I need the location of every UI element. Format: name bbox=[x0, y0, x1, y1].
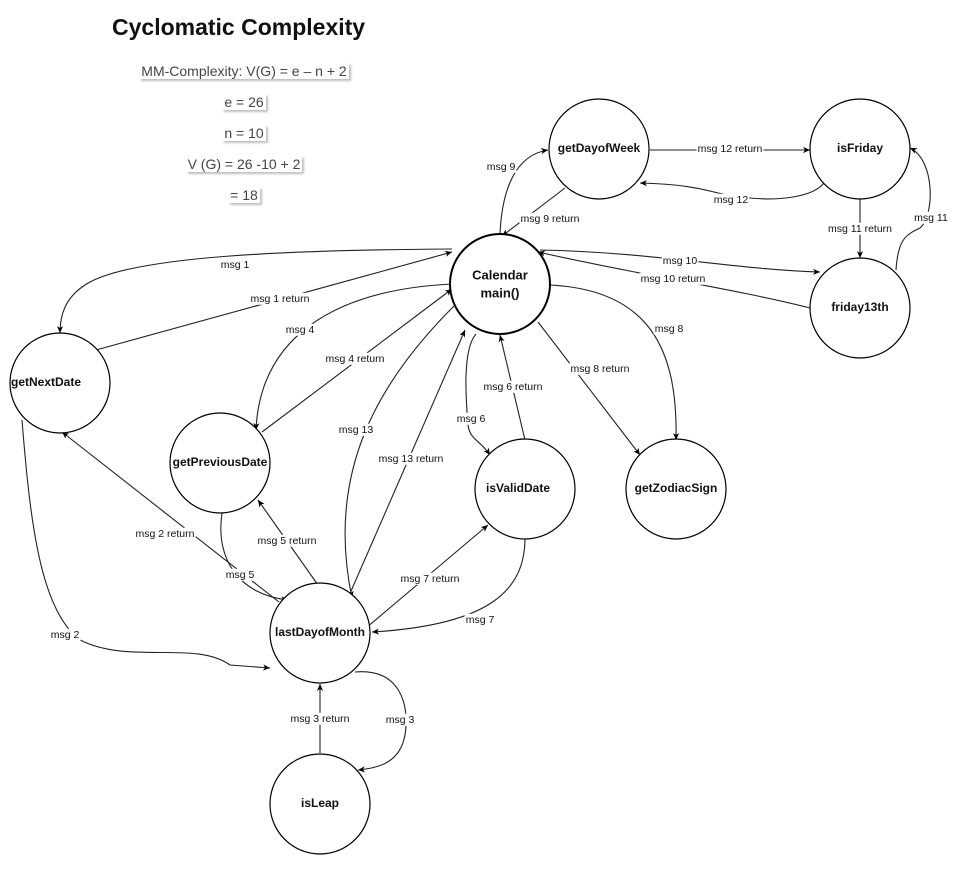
svg-text:msg 2: msg 2 bbox=[51, 629, 80, 641]
node-friday-13th: friday13th bbox=[809, 257, 911, 359]
node-label-calendar: Calendar bbox=[472, 267, 528, 282]
formula-line-1: MM-Complexity: V(G) = e – n + 2 bbox=[139, 63, 349, 79]
formula-line-5: = 18 bbox=[228, 187, 260, 203]
node-is-valid-date: isValidDate bbox=[474, 438, 576, 540]
edge-msg-1 bbox=[56, 248, 453, 334]
label-msg-3-return: msg 3 return bbox=[289, 712, 351, 725]
label-msg-10-return: msg 10 return bbox=[639, 272, 707, 285]
node-get-day-of-week: getDayofWeek bbox=[548, 98, 650, 200]
formula-line-2: e = 26 bbox=[222, 94, 266, 110]
svg-text:msg 11 return: msg 11 return bbox=[828, 223, 892, 235]
formula-line-4: V (G) = 26 -10 + 2 bbox=[185, 156, 303, 172]
label-msg-5-return: msg 5 return bbox=[256, 534, 318, 547]
node-get-previous-date: getPreviousDate bbox=[169, 412, 271, 514]
label-msg-4-return: msg 4 return bbox=[324, 352, 386, 365]
label-msg-12: msg 12 bbox=[712, 193, 750, 206]
label-msg-7-return: msg 7 return bbox=[399, 572, 461, 585]
edge-msg-13 bbox=[344, 304, 456, 599]
label-msg-8-return: msg 8 return bbox=[569, 362, 631, 375]
node-get-zodiac-sign: getZodiacSign bbox=[625, 438, 727, 540]
edge-msg-8 bbox=[549, 284, 680, 441]
svg-text:msg 13 return: msg 13 return bbox=[379, 453, 444, 465]
svg-text:msg 7 return: msg 7 return bbox=[401, 573, 460, 585]
svg-text:getNextDate: getNextDate bbox=[11, 375, 81, 389]
edge-msg-8-return bbox=[537, 321, 641, 456]
label-msg-1: msg 1 bbox=[219, 258, 251, 271]
label-msg-1-return: msg 1 return bbox=[249, 292, 311, 305]
svg-text:friday13th: friday13th bbox=[831, 300, 888, 314]
label-msg-11-return: msg 11 return bbox=[827, 222, 894, 235]
svg-text:msg 5: msg 5 bbox=[226, 569, 255, 581]
svg-text:msg 13: msg 13 bbox=[339, 424, 374, 436]
svg-text:isValidDate: isValidDate bbox=[486, 481, 550, 495]
svg-text:msg 8: msg 8 bbox=[655, 323, 684, 335]
svg-text:msg 8 return: msg 8 return bbox=[571, 363, 630, 375]
svg-text:getZodiacSign: getZodiacSign bbox=[635, 481, 718, 495]
svg-text:msg 10: msg 10 bbox=[663, 255, 698, 267]
label-msg-13: msg 13 bbox=[337, 423, 375, 436]
svg-text:getDayofWeek: getDayofWeek bbox=[558, 141, 641, 155]
svg-text:msg 2 return: msg 2 return bbox=[136, 528, 195, 540]
svg-text:isFriday: isFriday bbox=[837, 141, 883, 155]
edge-msg-7 bbox=[371, 537, 526, 635]
svg-text:msg 3 return: msg 3 return bbox=[291, 713, 350, 725]
label-msg-12-return: msg 12 return bbox=[696, 142, 764, 155]
edge-msg-9-return bbox=[501, 187, 566, 237]
svg-text:msg 11: msg 11 bbox=[914, 212, 948, 224]
label-msg-11: msg 11 bbox=[913, 211, 949, 224]
svg-text:lastDayofMonth: lastDayofMonth bbox=[275, 625, 365, 639]
node-calendar-main: Calendar main() bbox=[449, 233, 551, 335]
svg-text:msg 10 return: msg 10 return bbox=[641, 273, 706, 285]
svg-text:msg 9: msg 9 bbox=[487, 161, 516, 173]
svg-text:msg 3: msg 3 bbox=[386, 714, 415, 726]
svg-text:msg 7: msg 7 bbox=[466, 614, 495, 626]
svg-text:msg 6: msg 6 bbox=[457, 413, 486, 425]
edge-labels: msg 1 msg 1 return msg 2 msg 2 return ms… bbox=[49, 142, 949, 726]
label-msg-7: msg 7 bbox=[464, 613, 496, 626]
label-msg-3: msg 3 bbox=[384, 713, 416, 726]
svg-text:msg 12 return: msg 12 return bbox=[698, 143, 763, 155]
label-msg-2-return: msg 2 return bbox=[134, 527, 196, 540]
label-msg-6: msg 6 bbox=[455, 412, 487, 425]
edge-msg-5 bbox=[220, 512, 289, 603]
node-label-main: main() bbox=[481, 285, 520, 300]
node-get-next-date: getNextDate bbox=[9, 332, 111, 434]
edge-msg-12 bbox=[639, 179, 827, 200]
svg-text:isLeap: isLeap bbox=[301, 796, 339, 810]
svg-text:msg 6 return: msg 6 return bbox=[484, 381, 543, 393]
label-msg-10: msg 10 bbox=[661, 254, 699, 267]
svg-text:msg 9 return: msg 9 return bbox=[521, 213, 580, 225]
svg-text:msg 5 return: msg 5 return bbox=[258, 535, 317, 547]
label-msg-8: msg 8 bbox=[653, 322, 685, 335]
edge-msg-11 bbox=[895, 147, 931, 271]
label-msg-5: msg 5 bbox=[224, 568, 256, 581]
formula-line-3: n = 10 bbox=[222, 125, 266, 141]
label-msg-9-return: msg 9 return bbox=[519, 212, 581, 225]
svg-text:msg 12: msg 12 bbox=[714, 194, 749, 206]
svg-text:msg 1: msg 1 bbox=[221, 259, 250, 271]
label-msg-9: msg 9 bbox=[485, 160, 517, 173]
svg-text:msg 4 return: msg 4 return bbox=[326, 353, 385, 365]
label-msg-4: msg 4 bbox=[284, 323, 316, 336]
node-last-day-of-month: lastDayofMonth bbox=[269, 582, 371, 684]
diagram-title: Cyclomatic Complexity bbox=[112, 14, 366, 40]
svg-text:getPreviousDate: getPreviousDate bbox=[173, 455, 268, 469]
label-msg-13-return: msg 13 return bbox=[377, 452, 445, 465]
label-msg-2: msg 2 bbox=[49, 628, 81, 641]
edge-msg-9 bbox=[499, 148, 549, 235]
svg-text:msg 4: msg 4 bbox=[286, 324, 315, 336]
edge-msg-6 bbox=[465, 333, 491, 456]
node-is-friday: isFriday bbox=[809, 98, 911, 200]
node-is-leap: isLeap bbox=[269, 753, 371, 855]
label-msg-6-return: msg 6 return bbox=[482, 380, 544, 393]
edge-msg-3 bbox=[354, 671, 407, 773]
svg-text:msg 1 return: msg 1 return bbox=[251, 293, 310, 305]
